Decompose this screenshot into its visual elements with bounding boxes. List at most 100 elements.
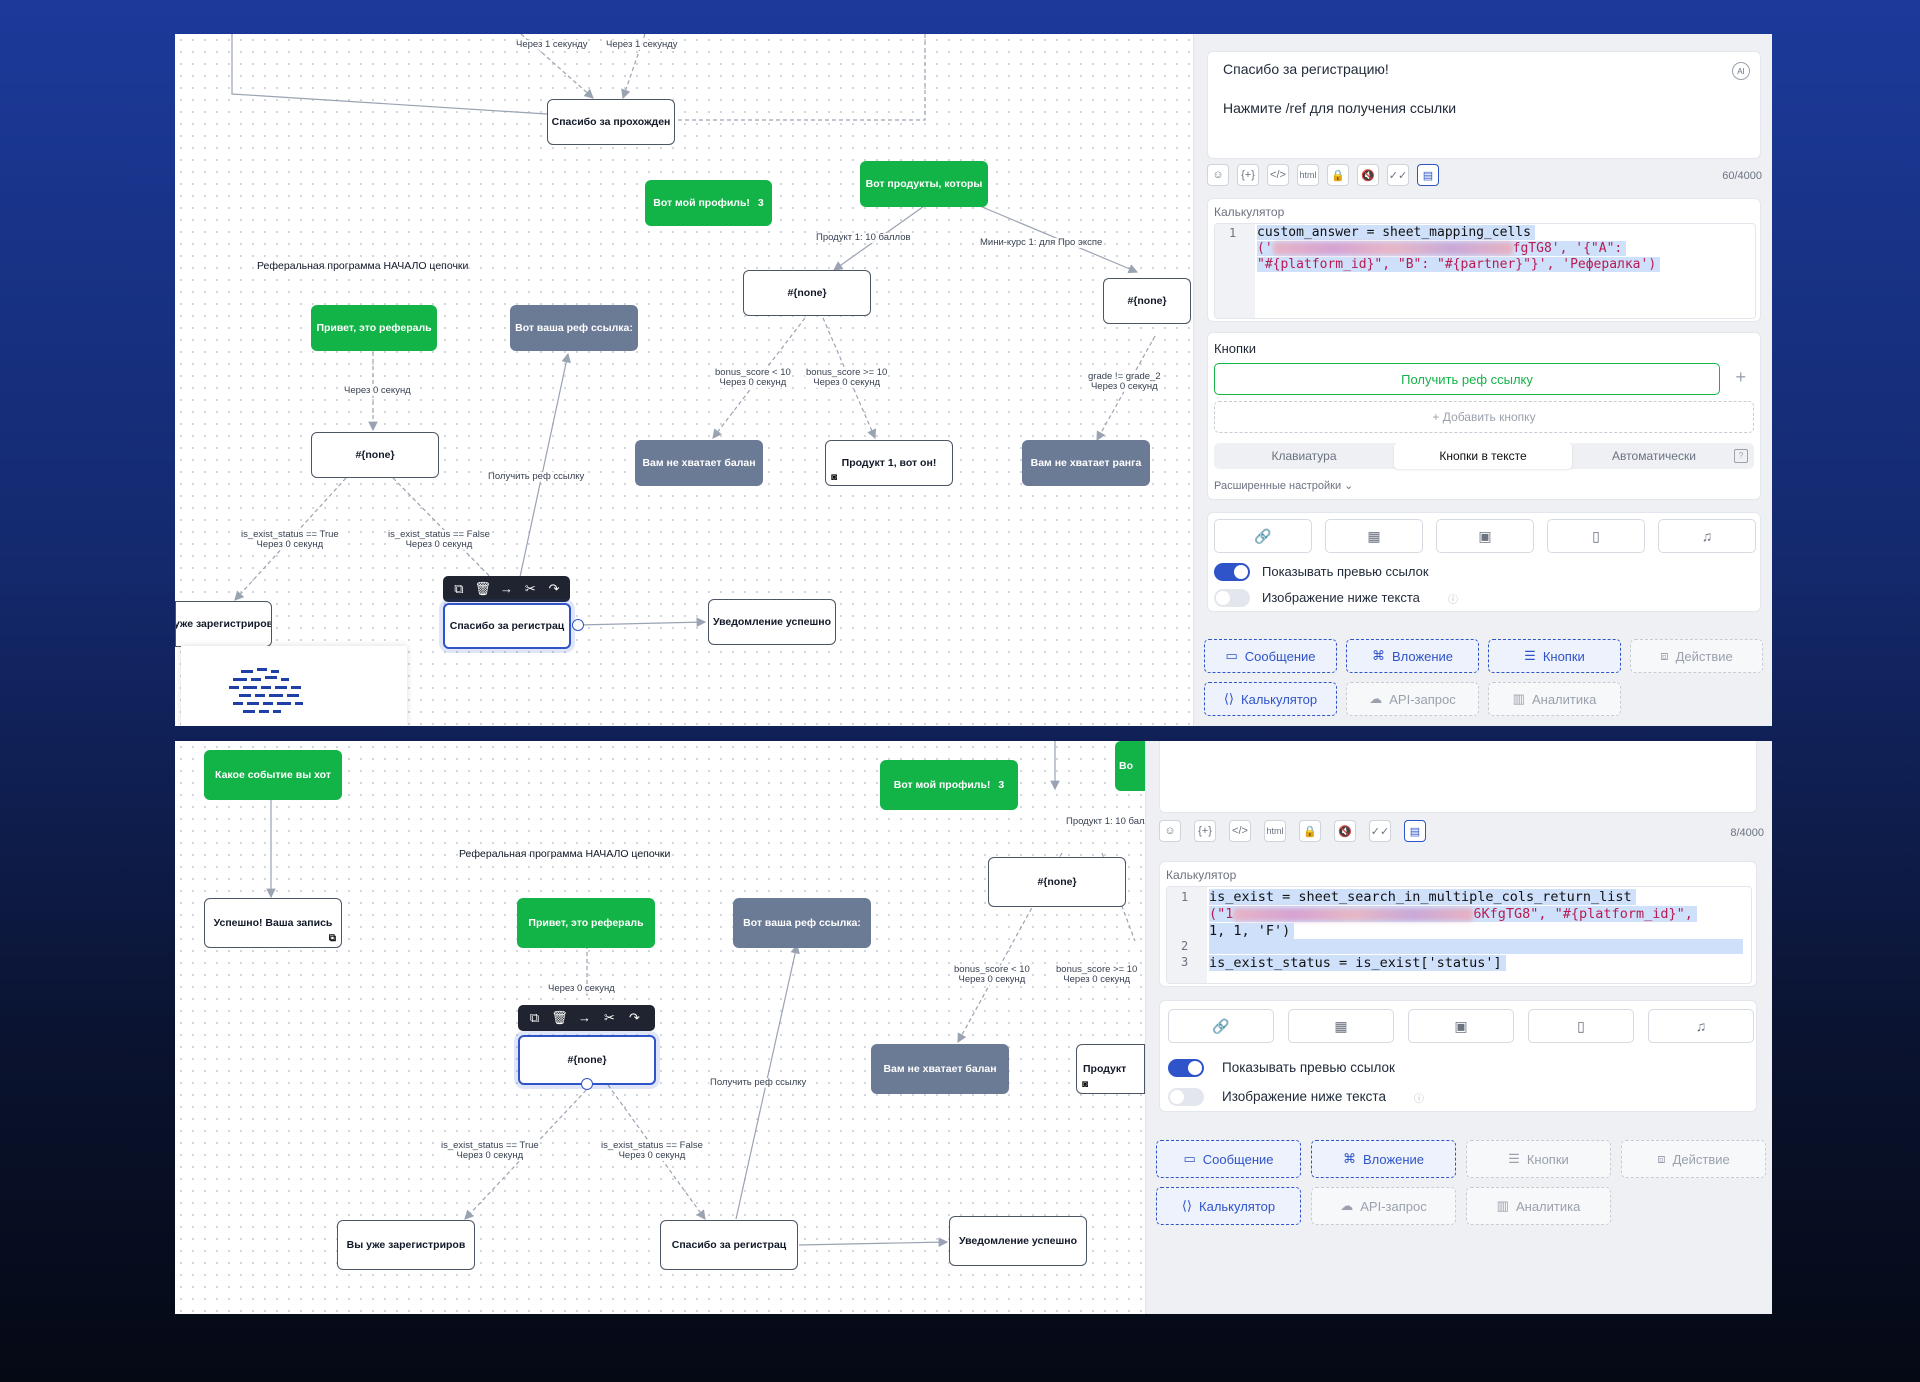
link-icon[interactable]: 🔗 [1214,519,1312,553]
share-icon[interactable]: ↷ [548,581,560,596]
code-icon[interactable]: </> [1229,820,1251,842]
video-icon[interactable]: ▦ [1288,1009,1394,1043]
add-row-icon[interactable]: + [1735,367,1746,387]
flow-node-success-record[interactable]: Успешно! Ваша запись ⧉ [204,898,342,948]
add-button[interactable]: + Добавить кнопку [1214,401,1754,433]
flow-canvas[interactable]: Через 1 секунду Через 1 секунду Спасибо … [175,34,1193,726]
flow-node-ref-link[interactable]: Вот ваша реф ссылка: [733,898,871,948]
image-below-toggle[interactable] [1214,589,1250,607]
image-icon[interactable]: ▣ [1408,1009,1514,1043]
ai-icon[interactable]: AI [1732,62,1750,80]
add-attachment-button[interactable]: ⌘Вложение [1346,639,1479,673]
scissors-icon[interactable]: ✂ [604,1010,615,1025]
lock-icon[interactable]: 🔒 [1327,164,1349,186]
add-buttons-button[interactable]: ☰Кнопки [1466,1140,1611,1178]
file-icon[interactable]: ▯ [1547,519,1645,553]
calculator-code-editor[interactable]: 1 custom_answer = sheet_mapping_cells ('… [1214,223,1756,319]
flow-node-notify-ok[interactable]: Уведомление успешно [708,599,836,645]
flow-node-none[interactable]: #{none} [1103,278,1191,324]
add-action-button[interactable]: ⧈Действие [1630,639,1763,673]
add-analytics-button[interactable]: ▥Аналитика [1466,1187,1611,1225]
add-action-button[interactable]: ⧈Действие [1621,1140,1766,1178]
share-icon[interactable]: ↷ [629,1010,640,1025]
flow-node-already-reg[interactable]: Вы уже зарегистриров [337,1220,475,1270]
tab-inline-buttons[interactable]: Кнопки в тексте [1394,443,1572,469]
message-format-icon[interactable]: ▤ [1404,820,1426,842]
message-editor[interactable] [1159,741,1757,813]
image-icon[interactable]: ▣ [1436,519,1534,553]
arrow-right-icon[interactable]: → [499,581,513,596]
link-preview-toggle[interactable] [1214,563,1250,581]
trash-icon[interactable]: 🗑 [551,1010,568,1025]
flow-node-notify-ok[interactable]: Уведомление успешно [949,1216,1087,1266]
double-check-icon[interactable]: ✓✓ [1369,820,1391,842]
tab-automatic[interactable]: Автоматически [1612,449,1696,463]
flow-node-product[interactable]: Продукт ◙ [1076,1044,1145,1094]
message-format-icon[interactable]: ▤ [1417,164,1439,186]
flow-node-product1[interactable]: Продукт 1, вот он! ◙ [825,440,953,486]
canvas-note[interactable]: Реферальная программа НАЧАЛО цепочки [257,260,469,272]
mute-icon[interactable]: 🔇 [1357,164,1379,186]
flow-node-products[interactable]: Вот продукты, которы [860,161,988,207]
emoji-icon[interactable]: ☺ [1207,164,1229,186]
message-editor[interactable]: Спасибо за регистрацию! Нажмите /ref для… [1207,51,1761,159]
calculator-code-editor[interactable]: 1 2 3 is_exist = sheet_search_in_multipl… [1166,886,1752,984]
mute-icon[interactable]: 🔇 [1334,820,1356,842]
flow-node-none-selected[interactable]: #{none} [518,1035,656,1085]
get-ref-link-button[interactable]: Получить реф ссылку [1214,363,1720,395]
tab-keyboard[interactable]: Клавиатура [1271,449,1337,463]
arrow-right-icon[interactable]: → [578,1010,591,1025]
flow-node-thanks-reg[interactable]: Спасибо за регистрац [443,603,571,649]
add-analytics-button[interactable]: ▥Аналитика [1488,682,1621,716]
video-icon[interactable]: ▦ [1325,519,1423,553]
canvas-note[interactable]: Реферальная программа НАЧАЛО цепочки [459,848,671,860]
flow-node-which-event[interactable]: Какое событие вы хот [204,750,342,800]
add-calculator-button[interactable]: ⟨⟩Калькулятор [1156,1187,1301,1225]
html-icon[interactable]: html [1264,820,1286,842]
add-message-button[interactable]: ▭Сообщение [1204,639,1337,673]
trash-icon[interactable]: 🗑 [474,581,491,596]
flow-node-ref-link[interactable]: Вот ваша реф ссылка: [510,305,638,351]
flow-node-hello-ref[interactable]: Привет, это рефераль [311,305,437,351]
node-output-port[interactable] [572,619,584,631]
emoji-icon[interactable]: ☺ [1159,820,1181,842]
flow-node-hello-ref[interactable]: Привет, это рефераль [517,898,655,948]
audio-icon[interactable]: ♫ [1658,519,1756,553]
flow-node-none[interactable]: #{none} [988,857,1126,907]
node-output-port[interactable] [581,1078,593,1090]
copy-icon[interactable]: ⧉ [529,1010,540,1025]
lock-icon[interactable]: 🔒 [1299,820,1321,842]
flow-node-none[interactable]: #{none} [743,270,871,316]
variable-icon[interactable]: {+} [1194,820,1216,842]
file-icon[interactable]: ▯ [1528,1009,1634,1043]
add-api-request-button[interactable]: ☁API-запрос [1346,682,1479,716]
flow-node-already-reg[interactable]: уже зарегистриров [175,601,272,647]
scissors-icon[interactable]: ✂ [524,581,536,596]
minimap[interactable] [181,646,407,726]
add-message-button[interactable]: ▭Сообщение [1156,1140,1301,1178]
flow-node-my-profile[interactable]: Вот мой профиль! 3 [645,180,772,226]
add-calculator-button[interactable]: ⟨⟩Калькулятор [1204,682,1337,716]
flow-node-thanks-pass[interactable]: Спасибо за прохожден [547,99,675,145]
add-api-request-button[interactable]: ☁API-запрос [1311,1187,1456,1225]
flow-node-products[interactable]: Во [1115,741,1145,791]
flow-node-no-rank[interactable]: Вам не хватает ранга [1022,440,1150,486]
image-below-toggle[interactable] [1168,1088,1204,1106]
flow-node-none[interactable]: #{none} [311,432,439,478]
audio-icon[interactable]: ♫ [1648,1009,1754,1043]
add-attachment-button[interactable]: ⌘Вложение [1311,1140,1456,1178]
flow-node-my-profile[interactable]: Вот мой профиль! 3 [880,760,1018,810]
copy-icon[interactable]: ⧉ [454,581,464,596]
flow-node-no-balance[interactable]: Вам не хватает балан [635,440,763,486]
advanced-settings-link[interactable]: Расширенные настройки ⌄ [1214,480,1354,492]
variable-icon[interactable]: {+} [1237,164,1259,186]
double-check-icon[interactable]: ✓✓ [1387,164,1409,186]
flow-node-no-balance[interactable]: Вам не хватает балан [871,1044,1009,1094]
flow-node-thanks-reg[interactable]: Спасибо за регистрац [660,1220,798,1270]
link-icon[interactable]: 🔗 [1168,1009,1274,1043]
code-icon[interactable]: </> [1267,164,1289,186]
flow-canvas[interactable]: Какое событие вы хот Вот мой профиль! 3 … [175,741,1145,1314]
add-buttons-button[interactable]: ☰Кнопки [1488,639,1621,673]
html-icon[interactable]: html [1297,164,1319,186]
help-icon[interactable]: ? [1734,449,1748,463]
